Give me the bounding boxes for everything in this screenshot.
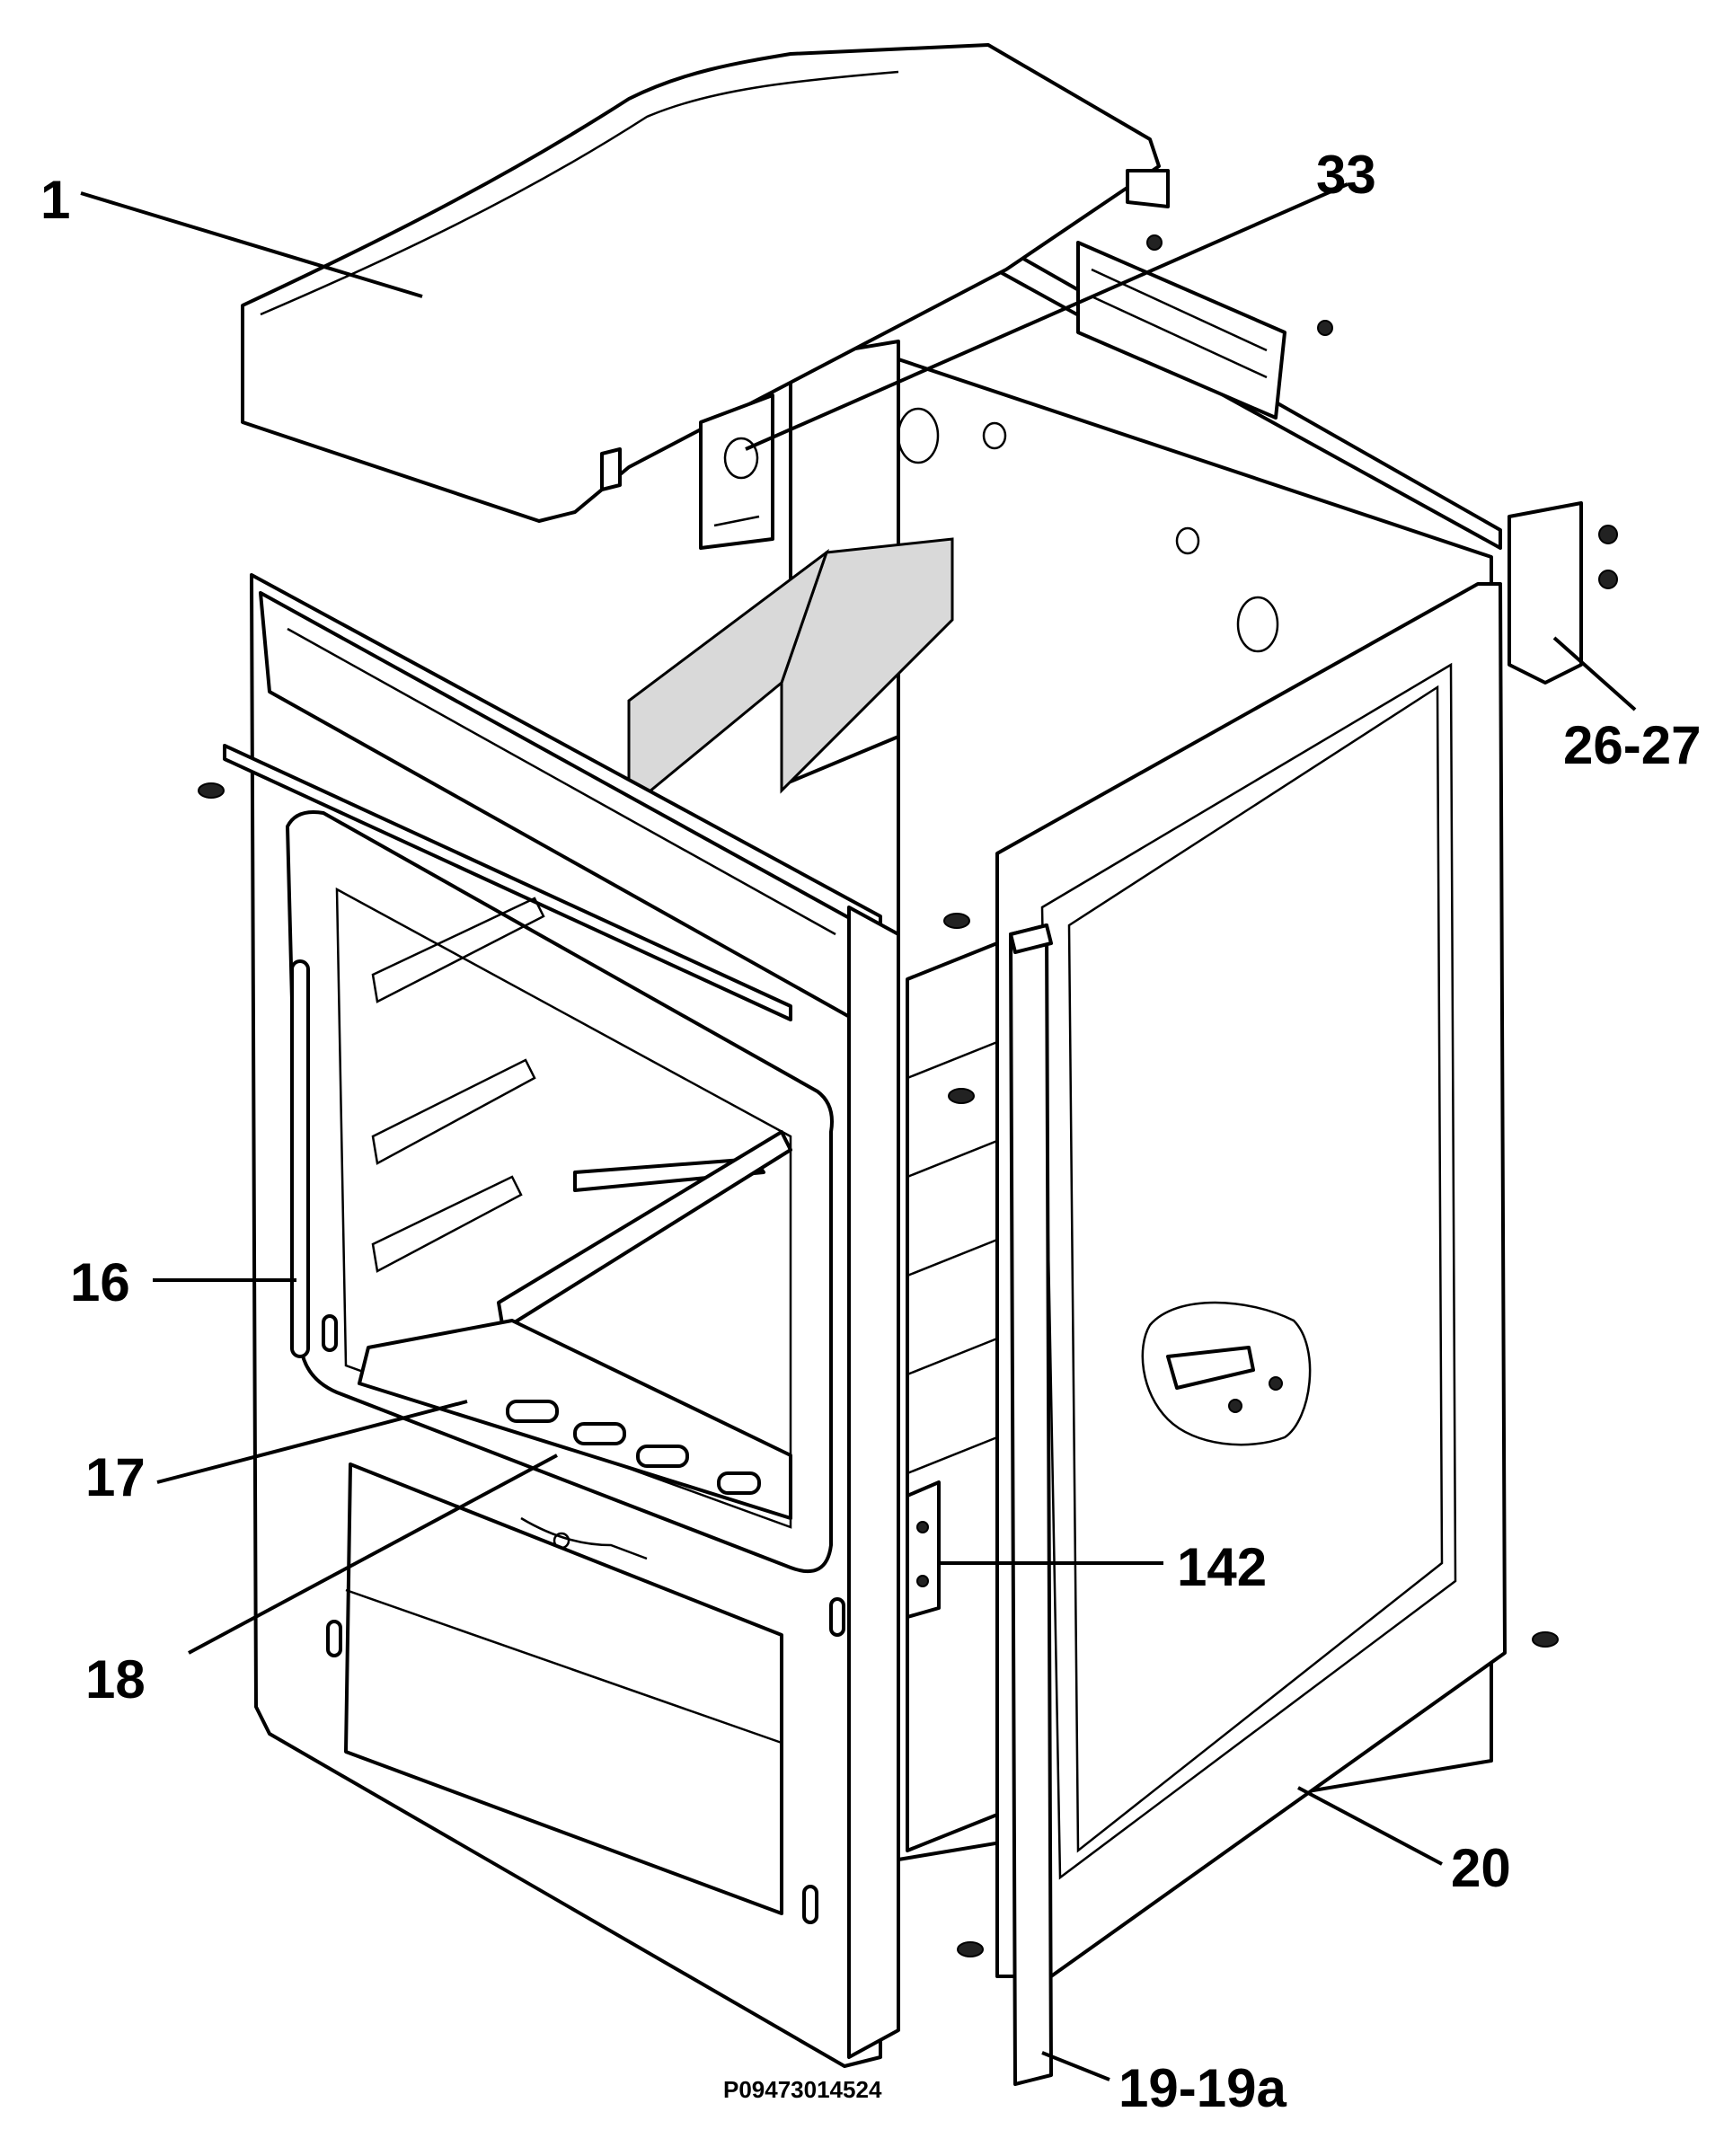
callout-16: 16: [70, 1252, 130, 1312]
hinge-142: [906, 1480, 941, 1619]
callout-labels: 1 33 26-27 16 17 18 142 20 19-19a P09473…: [40, 145, 1701, 2118]
front-frame: [223, 573, 900, 2068]
top-rear-bracket: [1076, 234, 1333, 420]
side-screws: [943, 913, 1559, 1957]
callout-26-27: 26-27: [1563, 715, 1701, 775]
top-cover-panel: [241, 43, 1170, 523]
callout-1: 1: [40, 170, 70, 230]
leader-lines: [80, 182, 1637, 2081]
screw-left: [198, 782, 225, 799]
drawing-code: P09473014524: [723, 2076, 882, 2103]
side-panel-20: [995, 582, 1507, 1978]
callout-33: 33: [1316, 145, 1376, 205]
insulation-block: [627, 537, 954, 812]
callout-20: 20: [1451, 1838, 1511, 1898]
hinge-bracket-26-27: [1467, 501, 1618, 685]
callout-19-19a: 19-19a: [1118, 2058, 1286, 2118]
callout-17: 17: [85, 1447, 146, 1507]
door-strip-19-19a: [1009, 923, 1053, 2086]
callout-18: 18: [85, 1649, 146, 1710]
part-33-fixing: [699, 393, 774, 550]
callout-142: 142: [1177, 1537, 1267, 1597]
